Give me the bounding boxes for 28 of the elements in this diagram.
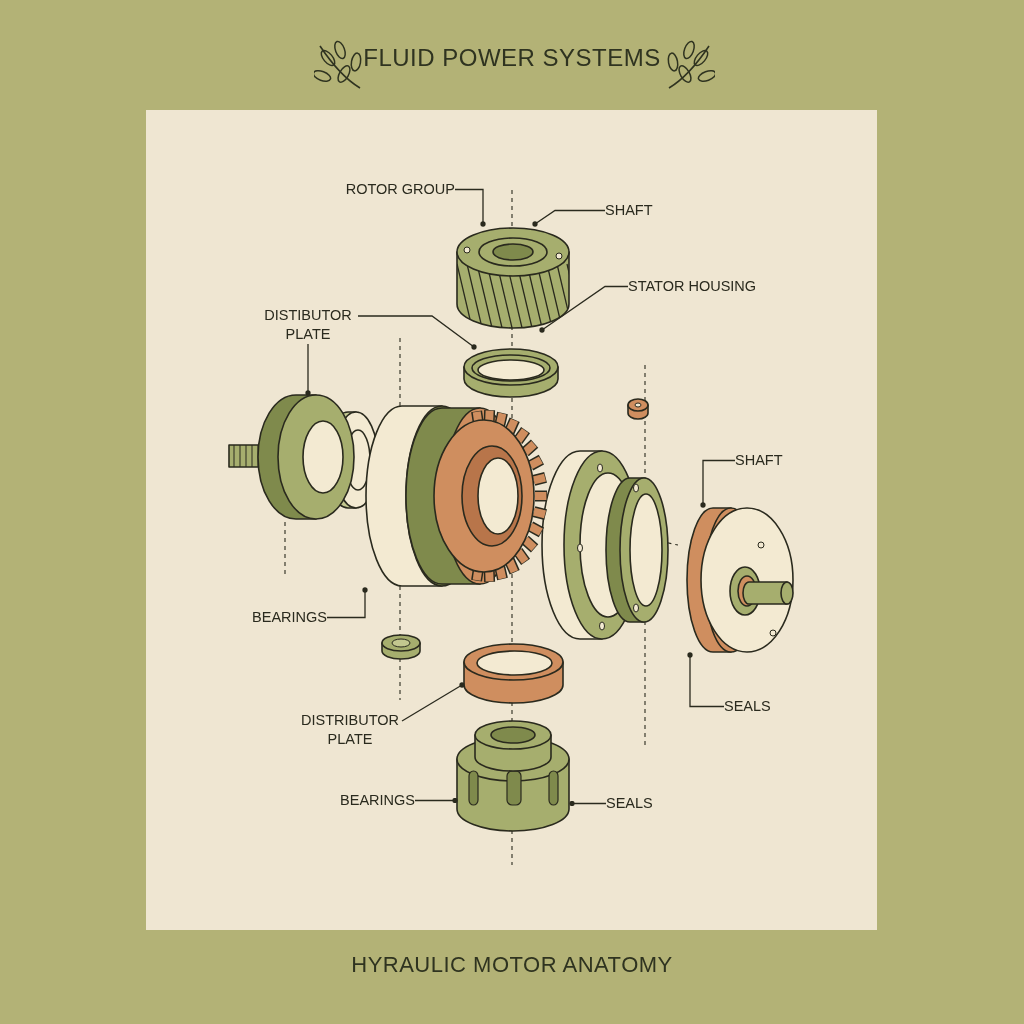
callout-label: BEARINGS (325, 791, 415, 810)
callout-label: SHAFT (605, 201, 665, 220)
leader-line (569, 800, 607, 807)
callout-label: DISTRIBUTOR PLATE (298, 711, 402, 749)
callout-label: SEALS (606, 794, 666, 813)
rotor-drawing (362, 403, 545, 590)
leader-line (305, 343, 311, 396)
ring-drawing (462, 642, 565, 705)
caption: HYRAULIC MOTOR ANATOMY (351, 952, 673, 978)
leader-line (687, 652, 725, 708)
helical-gear-drawing (455, 224, 572, 330)
callout-label: SEALS (724, 697, 784, 716)
callout-label: BEARINGS (235, 608, 327, 627)
leader-line (401, 682, 465, 722)
leader-line (539, 285, 629, 333)
leader-line (326, 587, 368, 619)
shaft-disk-drawing (683, 505, 795, 655)
leader-line (414, 797, 458, 804)
leader-line (357, 315, 477, 350)
title: FLUID POWER SYSTEMS (363, 44, 661, 72)
leader-line (532, 209, 606, 227)
leader-line (700, 459, 736, 508)
callout-label: ROTOR GROUP (345, 180, 455, 199)
leader-line (454, 188, 486, 227)
callout-label: DISTIBUTOR PLATE (258, 306, 358, 344)
ring-drawing (462, 347, 560, 399)
callout-label: STATOR HOUSING (628, 277, 758, 296)
callout-label: SHAFT (735, 451, 795, 470)
